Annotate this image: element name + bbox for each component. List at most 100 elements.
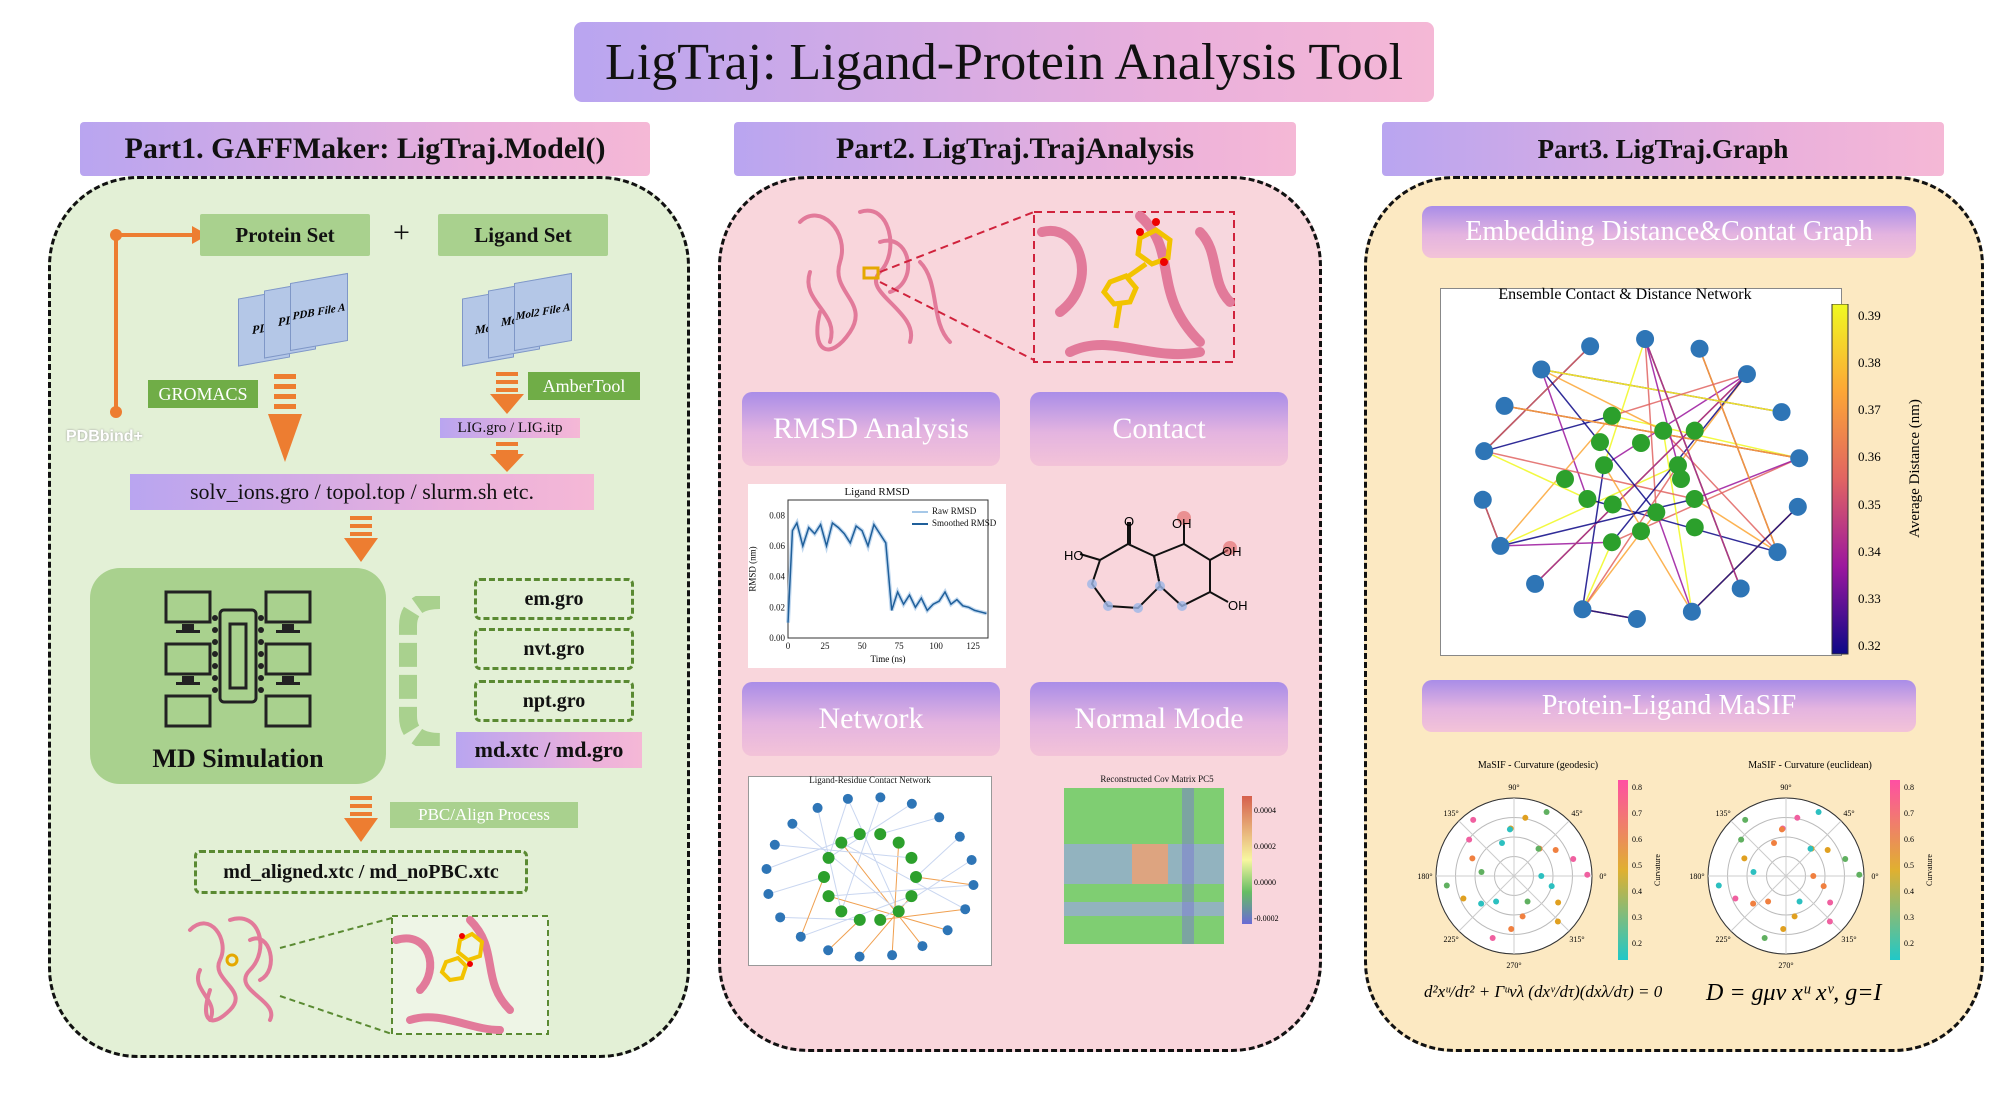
plus-sign: + bbox=[393, 216, 410, 249]
curvature-point bbox=[1478, 869, 1485, 876]
polar-angle-label: 45° bbox=[1843, 809, 1854, 818]
curvature-point bbox=[1460, 895, 1467, 902]
curvature-point bbox=[1489, 934, 1496, 941]
curvature-point bbox=[1780, 925, 1787, 932]
curvature-label: Curvature bbox=[1925, 854, 1934, 886]
curvature-point bbox=[1856, 871, 1863, 878]
curvature-point bbox=[1796, 898, 1803, 905]
rmsd-ytick: 0.00 bbox=[769, 633, 785, 643]
masif-geodesic-chart: MaSIF - Curvature (geodesic) 90°45°0°315… bbox=[1417, 760, 1678, 980]
cov-tick-1: 0.0004 bbox=[1254, 806, 1276, 815]
mol2-file-stack: Mol2 Mol2 Mol2 File A bbox=[462, 272, 572, 367]
curvature-point bbox=[1742, 816, 1749, 823]
ambertool-label: AmberTool bbox=[528, 372, 640, 400]
curvature-point bbox=[1765, 898, 1772, 905]
distance-edge bbox=[1483, 345, 1591, 452]
protein-set-box: Protein Set bbox=[200, 214, 370, 256]
network-edge bbox=[800, 876, 825, 937]
network-edge bbox=[841, 842, 966, 910]
residue-node bbox=[787, 818, 798, 829]
cov-tick-2: 0.0002 bbox=[1254, 842, 1276, 851]
ensemble-network-chart bbox=[1440, 288, 1842, 656]
curvature-point bbox=[1794, 814, 1801, 821]
rmsd-smoothed-line bbox=[787, 521, 987, 623]
arrow-gromacs bbox=[268, 374, 302, 462]
curvature-point bbox=[1741, 855, 1748, 862]
distance-edge bbox=[1611, 415, 1800, 459]
curvature-point bbox=[1750, 869, 1757, 876]
rmsd-analysis-title: RMSD Analysis bbox=[742, 392, 1000, 466]
md-simulation-block: MD Simulation bbox=[90, 568, 386, 784]
masif-geodesic-plot: 90°45°0°315°270°225°180°135°0.80.70.60.5… bbox=[1417, 780, 1662, 970]
rmsd-xtick: 0 bbox=[786, 641, 791, 651]
ligand-atom-node bbox=[1603, 495, 1622, 514]
distance-edge bbox=[1540, 368, 1664, 432]
residue-node bbox=[1526, 574, 1545, 593]
polar-angle-label: 90° bbox=[1508, 783, 1519, 792]
curvature-point bbox=[1469, 855, 1476, 862]
polar-angle-label: 180° bbox=[1690, 872, 1705, 881]
residue-node bbox=[1768, 543, 1787, 562]
residue-node bbox=[769, 839, 780, 850]
distance-edge bbox=[1644, 338, 1742, 589]
distance-edge bbox=[1662, 430, 1693, 612]
polar-angle-label: 180° bbox=[1418, 872, 1433, 881]
residue-node bbox=[1790, 449, 1809, 468]
ligand-atom-node bbox=[1685, 489, 1704, 508]
polar-angle-label: 135° bbox=[1715, 809, 1730, 818]
polar-angle-label: 135° bbox=[1443, 809, 1458, 818]
residue-node bbox=[1731, 579, 1750, 598]
network-edge bbox=[915, 876, 974, 886]
metric-formula: D = gμν xᵘ xᵛ, g=I bbox=[1706, 980, 1882, 1006]
distance-edge bbox=[1655, 512, 1693, 612]
ligand-atom-node bbox=[835, 905, 848, 918]
network-edge bbox=[828, 803, 913, 859]
ligand-atom-node bbox=[892, 905, 905, 918]
residue-node bbox=[1581, 337, 1600, 356]
embedding-title: Embedding Distance&Contat Graph bbox=[1422, 206, 1916, 258]
polar-angle-label: 315° bbox=[1569, 935, 1584, 944]
colorbar-tick: 0.33 bbox=[1858, 590, 1881, 606]
curvature-point bbox=[1842, 856, 1849, 863]
curvature-tick: 0.2 bbox=[1632, 939, 1642, 948]
pbc-align-label: PBC/Align Process bbox=[390, 802, 578, 828]
residue-node bbox=[854, 951, 865, 962]
curvature-point bbox=[1807, 845, 1814, 852]
distance-edge bbox=[1581, 464, 1679, 610]
ligand-atom-node bbox=[1632, 522, 1650, 541]
curvature-point bbox=[1519, 913, 1526, 920]
md-simulation-label: MD Simulation bbox=[152, 744, 324, 773]
curvature-point bbox=[1554, 918, 1561, 925]
rmsd-xlabel: Time (ns) bbox=[870, 654, 906, 664]
polar-angle-label: 0° bbox=[1871, 872, 1878, 881]
polar-angle-label: 270° bbox=[1506, 961, 1521, 970]
curvature-point bbox=[1508, 925, 1515, 932]
residue-node bbox=[1532, 360, 1551, 379]
curvature-point bbox=[1761, 934, 1768, 941]
colorbar-tick: 0.37 bbox=[1858, 402, 1881, 418]
rmsd-ytick: 0.06 bbox=[769, 541, 785, 551]
residue-node bbox=[761, 864, 772, 875]
curvature-tick: 0.7 bbox=[1904, 809, 1914, 818]
residue-node bbox=[1772, 403, 1791, 422]
rmsd-xtick: 25 bbox=[821, 641, 831, 651]
curvature-tick: 0.4 bbox=[1904, 887, 1914, 896]
network-title: Network bbox=[742, 682, 1000, 756]
curvature-tick: 0.3 bbox=[1904, 913, 1914, 922]
contact-network-graph bbox=[761, 792, 979, 962]
part3-title: Part3. LigTraj.Graph bbox=[1382, 122, 1944, 176]
curvature-point bbox=[1815, 809, 1822, 816]
ligand-atom-node bbox=[1647, 503, 1666, 522]
residue-node bbox=[875, 792, 886, 803]
colorbar-tick: 0.35 bbox=[1858, 496, 1881, 512]
curvature-label: Curvature bbox=[1653, 854, 1662, 886]
curvature-point bbox=[1820, 883, 1827, 890]
network-edge bbox=[915, 836, 961, 878]
curvature-point bbox=[1466, 836, 1473, 843]
network-edge bbox=[768, 876, 825, 895]
distance-edge bbox=[1644, 338, 1658, 513]
rmsd-ylabel: RMSD (nm) bbox=[747, 546, 758, 592]
md-output-label: md.xtc / md.gro bbox=[456, 732, 642, 768]
mol-label-ho: HO bbox=[1064, 548, 1084, 563]
protein-structure-image bbox=[188, 915, 549, 1035]
